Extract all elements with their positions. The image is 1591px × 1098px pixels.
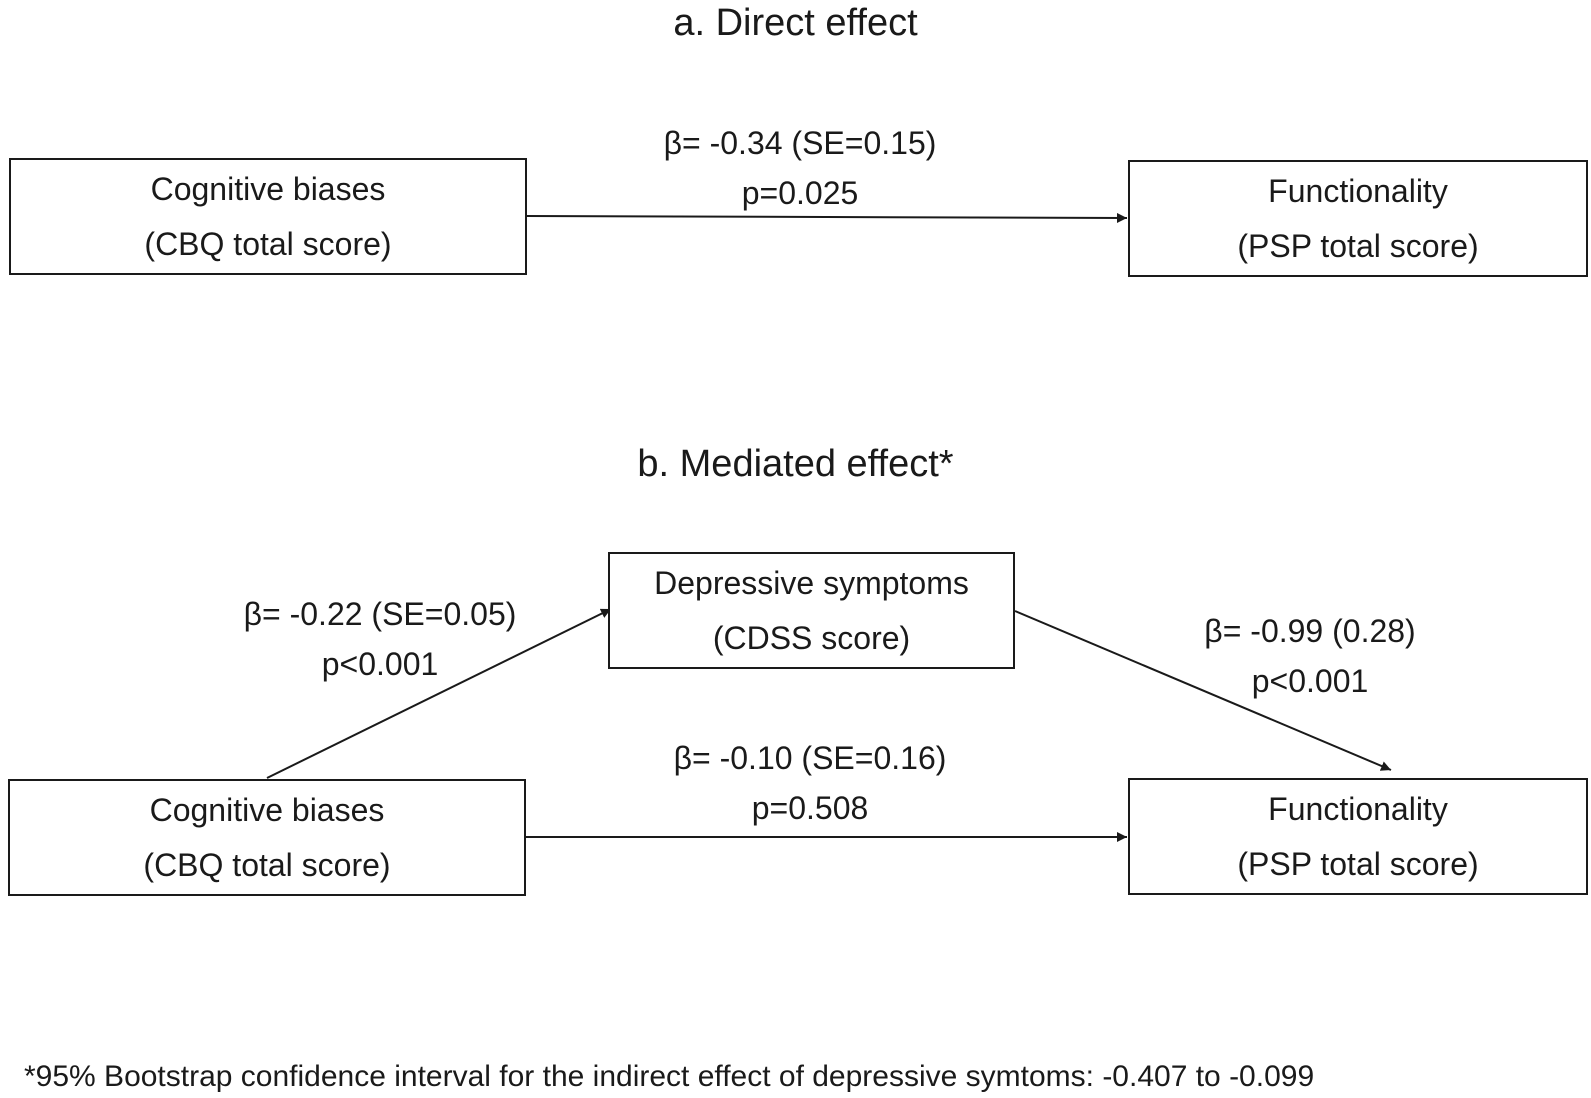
panel-b-target-line1: Functionality: [1268, 790, 1448, 827]
panel-b-source-line2: (CBQ total score): [143, 846, 391, 883]
panel-b-path-b-beta: β= -0.99 (0.28): [1204, 613, 1416, 649]
panel-a-target-line2: (PSP total score): [1237, 227, 1479, 264]
panel-b-path-b-p: p<0.001: [1251, 663, 1369, 699]
panel-b-path-c-prime-p: p=0.508: [751, 790, 869, 826]
panel-a-source-box: Cognitive biases (CBQ total score): [9, 158, 527, 275]
panel-b-mediator-line1: Depressive symptoms: [654, 564, 969, 601]
panel-b-path-a-beta: β= -0.22 (SE=0.05): [243, 596, 517, 632]
panel-b-path-a-p: p<0.001: [321, 646, 439, 682]
panel-a-source-line2: (CBQ total score): [144, 225, 392, 262]
panel-b-path-b-label: β= -0.99 (0.28) p<0.001: [1150, 606, 1470, 706]
arrow-b-path-a: [266, 608, 612, 779]
panel-b-path-a-label: β= -0.22 (SE=0.05) p<0.001: [210, 589, 550, 689]
panel-b-path-c-prime-label: β= -0.10 (SE=0.16) p=0.508: [620, 733, 1000, 833]
panel-b-mediator-box: Depressive symptoms (CDSS score): [608, 552, 1015, 669]
panel-b-source-line1: Cognitive biases: [149, 791, 385, 828]
panel-b-source-box: Cognitive biases (CBQ total score): [8, 779, 526, 896]
panel-b-title: b. Mediated effect*: [637, 443, 954, 485]
panel-a-source-line1: Cognitive biases: [150, 170, 386, 207]
panel-a-target-line1: Functionality: [1268, 172, 1448, 209]
footnote: *95% Bootstrap confidence interval for t…: [24, 1060, 1315, 1093]
panel-a-title: a. Direct effect: [673, 2, 918, 44]
panel-b-target-box: Functionality (PSP total score): [1128, 778, 1588, 895]
arrow-b-path-b: [1014, 610, 1392, 771]
panel-a-target-box: Functionality (PSP total score): [1128, 160, 1588, 277]
panel-a-path-c-label: β= -0.34 (SE=0.15) p=0.025: [600, 118, 1000, 218]
panel-b-path-c-prime-beta: β= -0.10 (SE=0.16): [673, 740, 947, 776]
arrow-a-direct: [525, 212, 1128, 223]
panel-b-target-line2: (PSP total score): [1237, 845, 1479, 882]
panel-a-path-c-p: p=0.025: [741, 175, 859, 211]
panel-a-path-c-beta: β= -0.34 (SE=0.15): [663, 125, 937, 161]
panel-b-mediator-line2: (CDSS score): [712, 619, 911, 656]
